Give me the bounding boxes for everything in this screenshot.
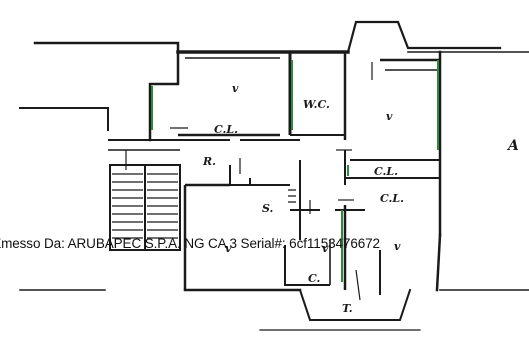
label-room-top-left: v — [232, 82, 239, 95]
label-closet-low-right: C.L. — [380, 192, 404, 205]
green-accents — [151, 60, 439, 282]
label-stair-landing: S. — [262, 202, 274, 215]
signature-watermark: Firmato Da: Pippo Emesso Da: ARUBAPEC S.… — [0, 236, 380, 251]
bay-window-top — [346, 20, 502, 54]
bay-window-bottom — [298, 288, 412, 321]
label-room-bottom-left: v — [225, 242, 232, 255]
wall-left-outer — [148, 50, 180, 142]
stair-treads — [112, 173, 178, 239]
wall-upper-left — [33, 41, 180, 54]
stair-small-run — [288, 189, 296, 203]
wall-right-lower — [435, 233, 442, 292]
label-room-bottom-mid: v — [322, 242, 329, 255]
room-labels: v v W.C. C.L. C.L. C.L. R. S. v v v C. T… — [202, 82, 519, 315]
label-terrace: T. — [342, 302, 353, 315]
wall-left-lower — [19, 107, 109, 131]
interior-walls — [108, 52, 440, 295]
door-swing-marks — [125, 62, 373, 301]
label-edge-letter: A — [506, 138, 519, 154]
wall-stair-hall — [229, 165, 290, 186]
staircase — [109, 164, 296, 251]
label-room-bottom-right: v — [394, 240, 401, 253]
label-closet-mid-right: C.L. — [374, 165, 398, 178]
label-room-top-right: v — [386, 110, 393, 123]
label-closet-top: C.L. — [214, 123, 238, 136]
wall-closet-c — [284, 245, 330, 286]
label-wc: W.C. — [303, 98, 330, 111]
door-mark-8 — [355, 269, 361, 301]
outer-walls — [19, 20, 529, 331]
label-closet-bottom: C. — [308, 272, 321, 285]
label-corridor: R. — [202, 155, 216, 168]
